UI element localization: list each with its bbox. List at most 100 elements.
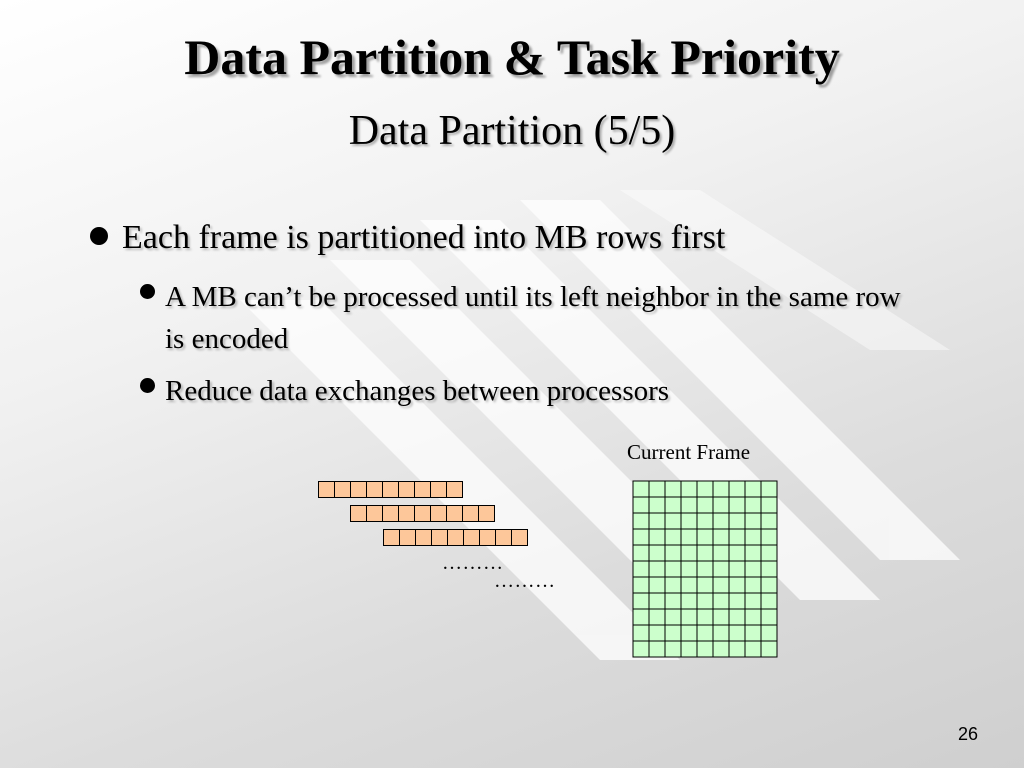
- frame-macroblock: [632, 560, 650, 578]
- macroblock-cell: [383, 506, 399, 521]
- frame-macroblock: [664, 624, 682, 642]
- macroblock-cell: [512, 530, 527, 545]
- bullet-dot-icon: [90, 227, 108, 245]
- frame-macroblock: [728, 560, 746, 578]
- frame-macroblock: [760, 640, 778, 658]
- frame-macroblock: [760, 624, 778, 642]
- frame-macroblock: [712, 608, 730, 626]
- frame-macroblock: [632, 592, 650, 610]
- frame-macroblock: [680, 512, 698, 530]
- frame-macroblock: [728, 592, 746, 610]
- frame-macroblock: [744, 544, 762, 562]
- frame-macroblock: [632, 480, 650, 498]
- frame-macroblock: [712, 576, 730, 594]
- frame-macroblock: [712, 544, 730, 562]
- frame-macroblock: [712, 560, 730, 578]
- frame-macroblock: [648, 496, 666, 514]
- macroblock-cell: [335, 482, 351, 497]
- frame-macroblock: [696, 544, 714, 562]
- macroblock-cell: [447, 482, 462, 497]
- frame-macroblock: [760, 544, 778, 562]
- macroblock-cell: [367, 482, 383, 497]
- current-frame-label: Current Frame: [627, 440, 751, 464]
- frame-macroblock: [760, 592, 778, 610]
- mb-row: [350, 505, 495, 522]
- frame-macroblock: [680, 544, 698, 562]
- ellipsis-2: ………: [494, 570, 556, 592]
- frame-macroblock: [728, 512, 746, 530]
- page-number: 26: [957, 724, 978, 744]
- frame-macroblock: [696, 496, 714, 514]
- slide-subtitle: Data Partition (5/5): [348, 108, 676, 154]
- frame-macroblock: [680, 640, 698, 658]
- frame-macroblock: [744, 608, 762, 626]
- frame-macroblock: [680, 592, 698, 610]
- frame-macroblock: [632, 512, 650, 530]
- macroblock-cell: [416, 530, 432, 545]
- mb-row: [318, 481, 463, 498]
- frame-macroblock: [728, 608, 746, 626]
- frame-macroblock: [696, 512, 714, 530]
- macroblock-cell: [432, 530, 448, 545]
- frame-macroblock: [760, 576, 778, 594]
- macroblock-cell: [399, 482, 415, 497]
- frame-macroblock: [664, 608, 682, 626]
- frame-macroblock: [728, 544, 746, 562]
- frame-macroblock: [648, 528, 666, 546]
- macroblock-cell: [479, 506, 494, 521]
- main-bullet: Each frame is partitioned into MB rows f…: [90, 218, 990, 259]
- macroblock-cell: [464, 530, 480, 545]
- frame-macroblock: [648, 640, 666, 658]
- macroblock-cell: [383, 482, 399, 497]
- frame-macroblock: [712, 480, 730, 498]
- frame-macroblock: [696, 608, 714, 626]
- frame-macroblock: [696, 592, 714, 610]
- frame-macroblock: [696, 528, 714, 546]
- frame-macroblock: [680, 624, 698, 642]
- macroblock-cell: [448, 530, 464, 545]
- frame-macroblock: [744, 576, 762, 594]
- main-bullet-text: Each frame is partitioned into MB rows f…: [122, 219, 726, 256]
- frame-macroblock: [760, 512, 778, 530]
- frame-macroblock: [712, 592, 730, 610]
- frame-macroblock: [664, 576, 682, 594]
- slide-title: Data Partition & Task Priority: [184, 29, 840, 85]
- frame-macroblock: [632, 528, 650, 546]
- frame-macroblock: [664, 528, 682, 546]
- frame-macroblock: [728, 480, 746, 498]
- frame-macroblock: [632, 640, 650, 658]
- frame-macroblock: [728, 576, 746, 594]
- frame-macroblock: [664, 512, 682, 530]
- frame-macroblock: [648, 512, 666, 530]
- frame-macroblock: [744, 640, 762, 658]
- frame-macroblock: [664, 544, 682, 562]
- frame-macroblock: [664, 480, 682, 498]
- frame-macroblock: [632, 624, 650, 642]
- sub-bullet-1: A MB can’t be processed until its left n…: [140, 276, 940, 360]
- macroblock-cell: [351, 482, 367, 497]
- frame-macroblock: [696, 480, 714, 498]
- frame-macroblock: [712, 512, 730, 530]
- frame-macroblock: [664, 560, 682, 578]
- frame-macroblock: [744, 624, 762, 642]
- macroblock-cell: [399, 506, 415, 521]
- macroblock-cell: [496, 530, 512, 545]
- frame-macroblock: [744, 480, 762, 498]
- frame-macroblock: [664, 640, 682, 658]
- frame-macroblock: [744, 592, 762, 610]
- frame-macroblock: [760, 528, 778, 546]
- macroblock-cell: [431, 482, 447, 497]
- macroblock-cell: [480, 530, 496, 545]
- frame-macroblock: [680, 576, 698, 594]
- frame-macroblock: [632, 544, 650, 562]
- frame-macroblock: [728, 640, 746, 658]
- frame-macroblock: [680, 560, 698, 578]
- frame-macroblock: [680, 608, 698, 626]
- frame-macroblock: [712, 496, 730, 514]
- frame-macroblock: [760, 608, 778, 626]
- frame-macroblock: [728, 624, 746, 642]
- frame-macroblock: [648, 480, 666, 498]
- bullet-dot-icon: [140, 284, 155, 299]
- frame-macroblock: [728, 496, 746, 514]
- frame-macroblock: [696, 576, 714, 594]
